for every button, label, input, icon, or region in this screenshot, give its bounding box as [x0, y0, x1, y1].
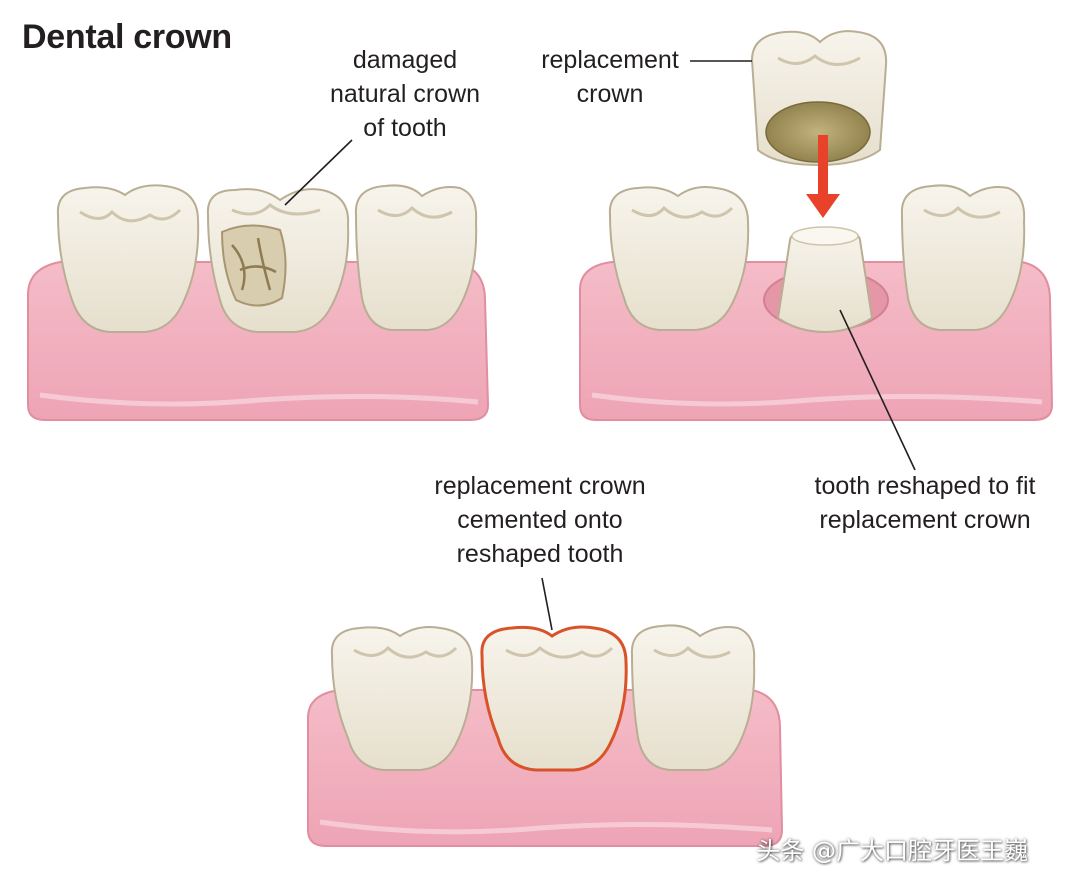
label-replacement-crown: replacement crown: [541, 46, 679, 108]
label-damaged-crown: damaged natural crown of tooth: [329, 46, 481, 142]
cemented-leader-line: [541, 577, 553, 631]
tooth: [630, 624, 756, 771]
panel-cemented-crown: [307, 577, 784, 847]
tooth: [330, 626, 474, 771]
panel-damaged-tooth: [27, 139, 490, 421]
page-title: Dental crown: [22, 18, 232, 56]
panel-reshaped-tooth: [579, 30, 1054, 471]
label-reshaped-tooth: tooth reshaped to fit replacement crown: [814, 472, 1036, 534]
watermark: 头条 @广大口腔牙医王巍: [756, 837, 1028, 865]
tooth: [56, 184, 200, 333]
reshaped-leader-line: [839, 309, 916, 471]
tooth: [900, 184, 1026, 331]
damaged-leader-line: [284, 139, 353, 206]
crowned-tooth: [480, 625, 628, 772]
label-cemented-crown: replacement crown cemented onto reshaped…: [434, 472, 646, 568]
tooth: [354, 184, 478, 331]
tooth: [608, 186, 750, 331]
placement-arrow: [806, 135, 840, 218]
